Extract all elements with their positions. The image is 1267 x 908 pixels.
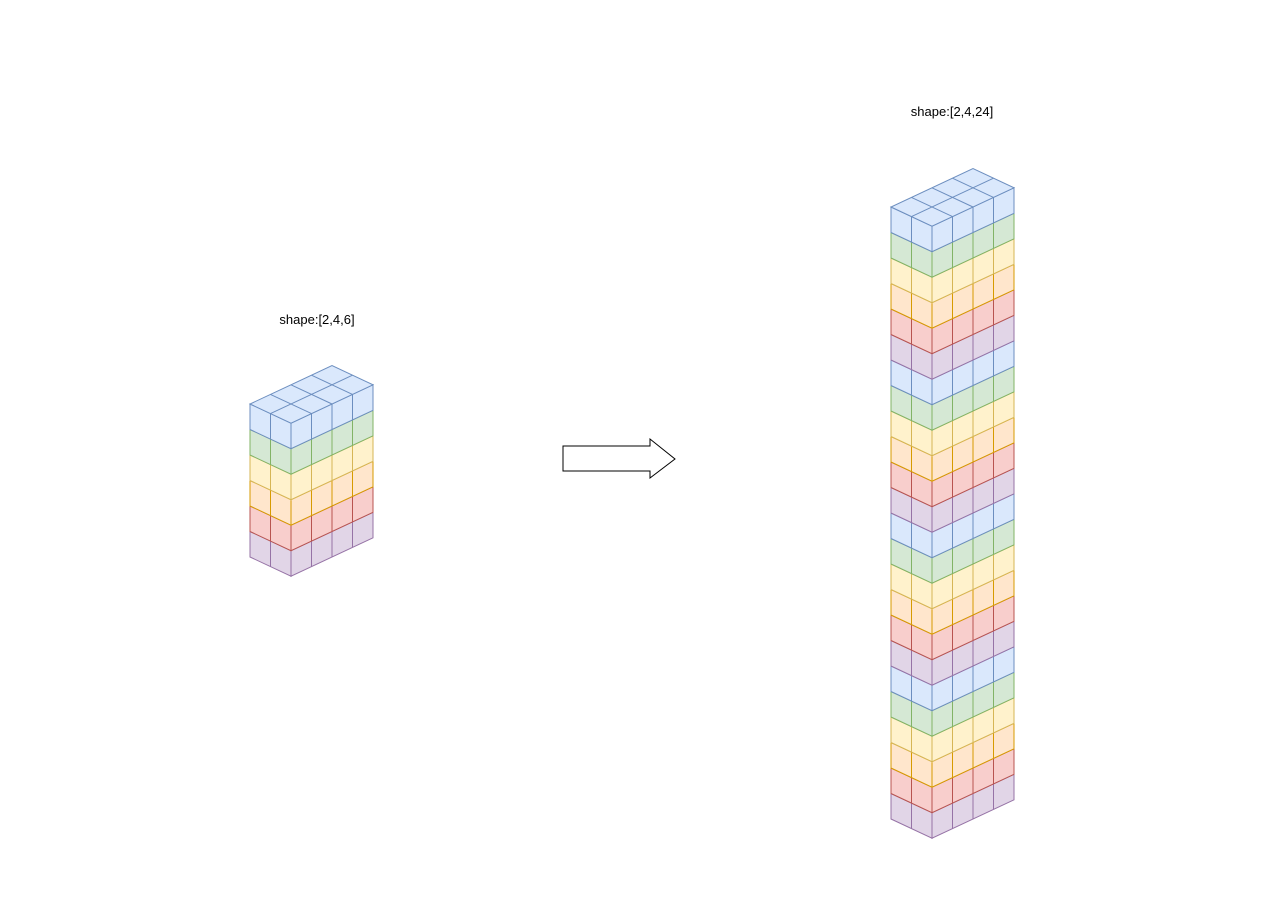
top-grid-line	[931, 187, 974, 208]
right-tensor-stack	[889, 168, 1016, 839]
top-grid-line	[290, 384, 333, 405]
reshape-arrow-icon	[562, 437, 676, 480]
top-grid-line	[311, 374, 353, 395]
left-tensor-stack	[248, 365, 375, 577]
left-shape-label: shape:[2,4,6]	[279, 312, 354, 327]
top-grid-line	[270, 393, 312, 415]
right-shape-label: shape:[2,4,24]	[911, 104, 993, 119]
top-grid-line	[911, 196, 953, 218]
top-grid-line	[952, 177, 994, 198]
